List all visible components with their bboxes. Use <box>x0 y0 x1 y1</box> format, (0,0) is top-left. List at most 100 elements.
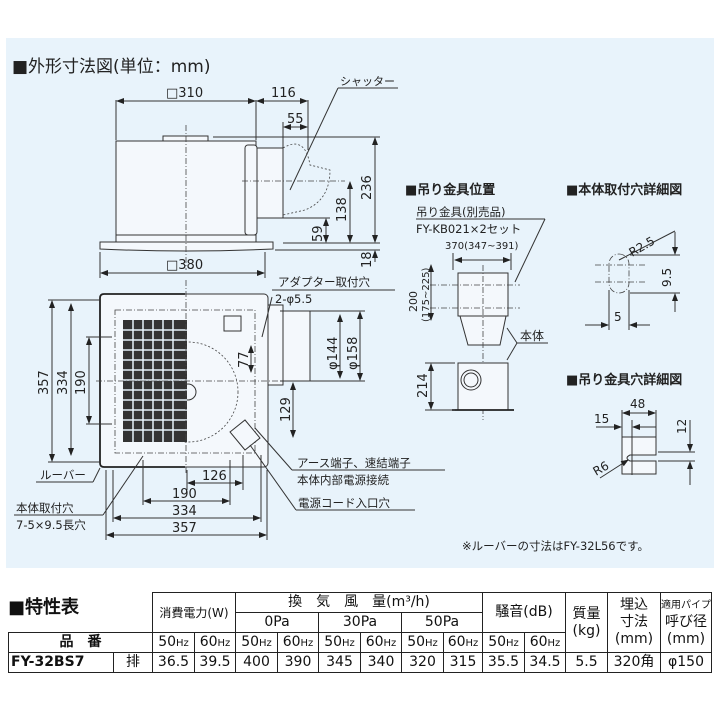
dim-h-334: 334 <box>172 504 197 519</box>
mount-hole-width: 5 <box>614 310 622 324</box>
hanger-hole-detail-title: ■吊り金具穴詳細図 <box>566 372 682 388</box>
header-power: 消費電力(W) <box>152 592 236 633</box>
hanger-position-title: ■吊り金具位置 <box>405 182 495 198</box>
dim-width-310: □310 <box>166 86 203 101</box>
hanger-hole-12: 12 <box>675 419 689 434</box>
mount-hole-detail-title: ■本体取付穴詳細図 <box>566 182 682 198</box>
side-flange <box>99 241 274 252</box>
plan-duct <box>282 310 311 382</box>
drawing-title: ■外形寸法図(単位：mm) <box>12 57 210 77</box>
hz-cell: 50Hz <box>235 632 278 653</box>
hz-cell: 60Hz <box>360 632 402 653</box>
dim-h-190: 190 <box>172 487 197 502</box>
header-embed-unit: (mm) <box>614 631 654 647</box>
value-cell: 345 <box>318 652 361 673</box>
dim-height-236: 236 <box>360 175 375 200</box>
hz-cell: 50Hz <box>318 632 361 653</box>
header-pressure-0: 0Pa <box>235 612 319 633</box>
mount-hole-label: 本体取付穴 <box>16 501 74 515</box>
hanger-hole-48: 48 <box>630 397 645 411</box>
mount-hole-length: 9.5 <box>660 268 674 287</box>
value-cell: 39.5 <box>194 652 236 673</box>
value-cell: 36.5 <box>152 652 195 673</box>
dim-width-380: □380 <box>166 258 203 273</box>
dimension-drawing: ■外形寸法図(単位：mm) <box>12 57 695 553</box>
dim-h-126: 126 <box>202 469 227 484</box>
louver-note: ※ルーバーの寸法はFY-32L56です。 <box>462 539 649 553</box>
header-embed-label1: 埋込 <box>620 597 648 613</box>
value-cell: φ150 <box>660 652 712 673</box>
dim-v-357: 357 <box>37 370 52 395</box>
value-cell: 320角 <box>607 652 661 673</box>
hanger-hole-15: 15 <box>594 412 609 426</box>
header-pipe-unit: (mm) <box>666 631 706 647</box>
value-cell: 320 <box>401 652 444 673</box>
cord-entry-label: 電源コード入口穴 <box>298 496 390 510</box>
value-cell: 5.5 <box>565 652 608 673</box>
shutter-label: シャッター <box>340 75 395 88</box>
header-embed-label2: 寸法 <box>620 614 648 630</box>
header-pressure-30: 30Pa <box>318 612 402 633</box>
spec-table: 消費電力(W) 換 気 風 量(m³/h) 騒音(dB) 質量(kg) 埋込寸法… <box>8 592 712 673</box>
hanger-height-214: 214 <box>416 373 431 398</box>
terminal-label: アース端子、速結端子 <box>297 456 411 470</box>
hz-cell: 50Hz <box>152 632 195 653</box>
dim-depth-116: 116 <box>271 86 296 101</box>
value-cell: 340 <box>360 652 402 673</box>
header-model: 品 番 <box>8 632 153 653</box>
dim-dia-144: φ144 <box>326 337 341 370</box>
mount-hole-spec: 7-5×9.5長穴 <box>16 518 86 532</box>
header-pipe: 適用パイプ呼び径(mm) <box>660 592 712 653</box>
header-pressure-50: 50Pa <box>401 612 483 633</box>
header-noise: 騒音(dB) <box>482 592 566 633</box>
dim-v-334: 334 <box>56 370 71 395</box>
internal-power-label: 本体内部電源接続 <box>297 473 389 487</box>
dim-h-357: 357 <box>172 521 197 536</box>
hz-cell: 60Hz <box>194 632 236 653</box>
dim-height-18: 18 <box>360 251 375 268</box>
mount-hole-radius: R2.5 <box>627 234 658 260</box>
value-cell: 34.5 <box>524 652 566 673</box>
hanger-part-number: FY-KB021×2セット <box>416 222 521 236</box>
value-cell: 315 <box>443 652 483 673</box>
hanger-hole-radius: R6 <box>591 458 612 478</box>
louver-label: ルーバー <box>40 468 86 482</box>
hz-cell: 50Hz <box>401 632 444 653</box>
value-cell: 390 <box>277 652 319 673</box>
header-airflow: 換 気 風 量(m³/h) <box>235 592 483 613</box>
hz-cell: 60Hz <box>277 632 319 653</box>
header-pipe-label1: 適用パイプ <box>661 600 711 611</box>
dim-height-138: 138 <box>335 197 350 222</box>
type-cell: 排 <box>113 652 153 673</box>
header-mass-unit: (kg) <box>572 622 601 639</box>
dim-height-59: 59 <box>311 225 326 242</box>
adapter-hole-spec: 2-φ5.5 <box>275 292 312 306</box>
table-row: FY-32BS7 排 36.5 39.5 400 390 345 340 320… <box>8 652 712 673</box>
body-label: 本体 <box>520 329 544 343</box>
hanger-pitch: 200 <box>407 291 420 312</box>
hz-cell: 60Hz <box>443 632 483 653</box>
hanger-pitch-range: (175~225) <box>421 268 432 322</box>
dim-depth-55: 55 <box>287 112 304 127</box>
hanger-part-label: 吊り金具(別売品) <box>416 205 505 219</box>
hz-cell: 60Hz <box>524 632 566 653</box>
value-cell: 400 <box>235 652 278 673</box>
dim-129: 129 <box>279 397 294 422</box>
plan-view: アダプター取付穴 2-φ5.5 φ144 φ158 77 129 357 334… <box>14 275 445 540</box>
model-cell: FY-32BS7 <box>8 652 114 673</box>
adapter-hole-label: アダプター取付穴 <box>278 275 370 289</box>
hanger-position: ■吊り金具位置 吊り金具(別売品) FY-KB021×2セット 370(347~… <box>405 182 548 420</box>
header-embed: 埋込寸法(mm) <box>607 592 661 653</box>
header-pipe-label2: 呼び径 <box>665 614 707 630</box>
hanger-hole-detail: ■吊り金具穴詳細図 48 15 12 R6 <box>566 372 695 485</box>
dim-dia-158: φ158 <box>346 337 361 370</box>
dim-77: 77 <box>237 351 252 368</box>
header-mass-label: 質量 <box>572 605 601 622</box>
spec-table-title: ■特性表 <box>8 597 80 618</box>
side-view: □310 116 55 シャッター 236 138 59 18 □380 <box>99 75 398 278</box>
mount-hole-detail: ■本体取付穴詳細図 R2.5 9.5 5 <box>566 182 682 330</box>
hanger-span: 370(347~391) <box>445 241 519 252</box>
dim-v-190: 190 <box>74 370 89 395</box>
hz-cell: 50Hz <box>482 632 525 653</box>
